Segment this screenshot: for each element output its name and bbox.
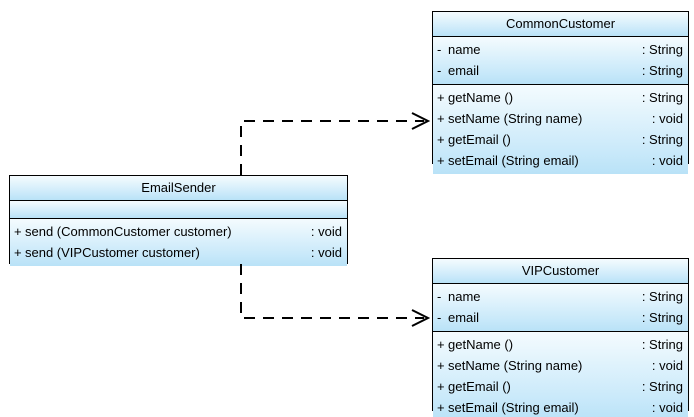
dependency-line: [240, 120, 424, 175]
attribute-row: - email : String: [433, 307, 688, 328]
attribute-type: : String: [641, 63, 683, 78]
method-return-type: : void: [651, 358, 683, 373]
method-signature: setEmail (String email): [448, 153, 579, 168]
method-row: + getName () : String: [433, 87, 688, 108]
method-row: + setName (String name) : void: [433, 355, 688, 376]
method-signature: setName (String name): [448, 111, 583, 126]
method-return-type: : void: [651, 111, 683, 126]
class-title-email-sender: EmailSender: [10, 176, 347, 201]
attribute-row: - name : String: [433, 286, 688, 307]
method-signature: getName (): [448, 90, 514, 105]
attribute-row: - email : String: [433, 60, 688, 81]
visibility-marker: +: [437, 379, 445, 394]
method-return-type: : String: [641, 90, 683, 105]
class-box-email-sender[interactable]: EmailSender + send (CommonCustomer custo…: [9, 175, 348, 266]
dependency-line: [240, 264, 424, 319]
class-methods-email-sender: + send (CommonCustomer customer) : void …: [10, 219, 347, 266]
dependency-emailsender-vipcustomer[interactable]: [240, 264, 431, 327]
method-signature: getEmail (): [448, 132, 511, 147]
class-box-common-customer[interactable]: CommonCustomer - name : String - email :…: [432, 11, 689, 174]
visibility-marker: +: [437, 111, 445, 126]
attribute-name: name: [448, 289, 481, 304]
method-return-type: : String: [641, 337, 683, 352]
method-return-type: : void: [651, 153, 683, 168]
method-signature: send (CommonCustomer customer): [25, 224, 232, 239]
attribute-row: - name : String: [433, 39, 688, 60]
method-row: + getName () : String: [433, 334, 688, 355]
method-row: + send (VIPCustomer customer) : void: [10, 242, 347, 263]
visibility-marker: +: [437, 337, 445, 352]
attribute-type: : String: [641, 289, 683, 304]
attribute-type: : String: [641, 42, 683, 57]
class-attributes-vip-customer: - name : String - email : String: [433, 284, 688, 332]
method-signature: getEmail (): [448, 379, 511, 394]
method-return-type: : String: [641, 379, 683, 394]
method-return-type: : String: [641, 132, 683, 147]
attribute-type: : String: [641, 310, 683, 325]
method-row: + setEmail (String email) : void: [433, 397, 688, 417]
open-arrowhead-icon: [411, 309, 431, 327]
method-signature: setName (String name): [448, 358, 583, 373]
class-methods-vip-customer: + getName () : String + setName (String …: [433, 332, 688, 417]
class-title-vip-customer: VIPCustomer: [433, 259, 688, 284]
class-box-vip-customer[interactable]: VIPCustomer - name : String - email : St…: [432, 258, 689, 417]
method-row: + getEmail () : String: [433, 376, 688, 397]
dependency-emailsender-commoncustomer[interactable]: [240, 112, 431, 175]
visibility-marker: +: [437, 358, 445, 373]
visibility-marker: +: [437, 132, 445, 147]
class-methods-common-customer: + getName () : String + setName (String …: [433, 85, 688, 174]
class-attributes-email-sender: [10, 201, 347, 219]
visibility-marker: -: [437, 63, 442, 78]
method-return-type: : void: [310, 245, 342, 260]
attribute-name: email: [448, 63, 480, 78]
visibility-marker: +: [14, 224, 22, 239]
visibility-marker: +: [437, 400, 445, 415]
visibility-marker: -: [437, 289, 442, 304]
method-signature: send (VIPCustomer customer): [25, 245, 200, 260]
method-return-type: : void: [651, 400, 683, 415]
class-attributes-common-customer: - name : String - email : String: [433, 37, 688, 85]
method-row: + send (CommonCustomer customer) : void: [10, 221, 347, 242]
visibility-marker: +: [437, 90, 445, 105]
method-row: + getEmail () : String: [433, 129, 688, 150]
method-return-type: : void: [310, 224, 342, 239]
visibility-marker: -: [437, 310, 442, 325]
attribute-name: email: [448, 310, 480, 325]
method-signature: setEmail (String email): [448, 400, 579, 415]
visibility-marker: +: [437, 153, 445, 168]
visibility-marker: -: [437, 42, 442, 57]
class-title-common-customer: CommonCustomer: [433, 12, 688, 37]
method-row: + setName (String name) : void: [433, 108, 688, 129]
visibility-marker: +: [14, 245, 22, 260]
method-signature: getName (): [448, 337, 514, 352]
attribute-name: name: [448, 42, 481, 57]
method-row: + setEmail (String email) : void: [433, 150, 688, 171]
open-arrowhead-icon: [411, 112, 431, 130]
